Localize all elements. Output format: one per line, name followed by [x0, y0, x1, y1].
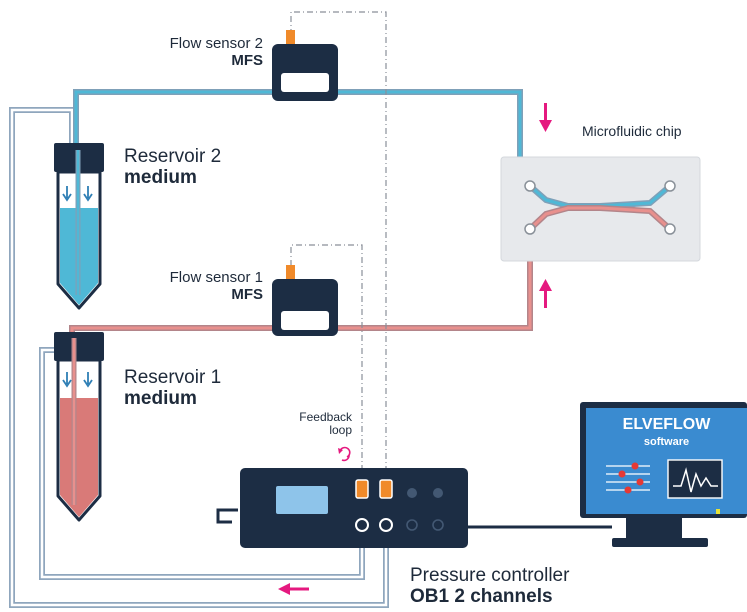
- power-cable: [216, 508, 238, 524]
- down-arrow-icon: [83, 372, 93, 388]
- reservoir-1-name: Reservoir 1: [124, 367, 222, 388]
- reservoir-2: [54, 143, 104, 310]
- monitor-brand: ELVEFLOW: [622, 416, 711, 433]
- pressure-controller: [216, 468, 468, 548]
- flow-sensor-1-name: Flow sensor 1: [169, 269, 263, 286]
- sensor-input-1: [355, 479, 369, 499]
- down-arrow-icon: [62, 372, 72, 388]
- reservoir-1-label: Reservoir 1 medium: [124, 367, 222, 410]
- down-arrow-icon: [62, 186, 72, 202]
- feedback-cycle-icon: [338, 446, 351, 462]
- reservoir-2-content: medium: [124, 166, 197, 188]
- feedback-loop-label: Feedback loop: [286, 410, 352, 438]
- fluid-line-red: [69, 222, 539, 490]
- pressure-tube-1: [39, 347, 365, 580]
- reservoir-1: [54, 332, 104, 522]
- chip-outlet-port: [664, 223, 676, 235]
- controller-display: [276, 486, 328, 514]
- flow-sensor-1-label: Flow sensor 1 MFS: [150, 269, 263, 303]
- chip-label: Microfluidic chip: [582, 123, 682, 139]
- chip-outlet-port: [664, 180, 676, 192]
- flow-sensor-2-name: Flow sensor 2: [169, 35, 263, 52]
- computer-monitor: [580, 402, 747, 547]
- chip-inlet-port: [524, 223, 536, 235]
- flow-sensor-1-model: MFS: [231, 285, 263, 303]
- outlet-port-1: [355, 518, 369, 532]
- feedback-line-1: Feedback: [299, 410, 352, 424]
- feedback-loop-2: [290, 11, 387, 482]
- flow-sensor-2-model: MFS: [231, 51, 263, 69]
- sensor-input-2: [379, 479, 393, 499]
- controller-name: Pressure controller: [410, 565, 570, 586]
- sensor-connector-icon: [286, 265, 295, 279]
- reservoir-1-content: medium: [124, 387, 197, 409]
- outlet-port-2: [379, 518, 393, 532]
- flow-arrow-down-icon: [539, 103, 552, 132]
- flow-arrow-left-icon: [278, 583, 309, 595]
- controller-model: OB1 2 channels: [410, 585, 553, 607]
- flow-arrow-up-icon: [539, 279, 552, 308]
- slider-controls-icon: [606, 462, 650, 494]
- feedback-loop-1: [290, 244, 363, 482]
- flow-sensor-2-label: Flow sensor 2 MFS: [150, 35, 263, 69]
- controller-label: Pressure controller OB1 2 channels: [410, 565, 570, 608]
- pressure-tube-2: [9, 107, 389, 608]
- feedback-line-2: loop: [329, 423, 352, 438]
- signal-graph-icon: [667, 459, 723, 499]
- reservoir-2-label: Reservoir 2 medium: [124, 146, 222, 189]
- reservoir-2-name: Reservoir 2: [124, 146, 222, 167]
- microfluidic-chip: [500, 156, 701, 262]
- down-arrow-icon: [83, 186, 93, 202]
- flow-sensor-1: [272, 265, 338, 336]
- chip-inlet-port: [524, 180, 536, 192]
- sensor-connector-icon: [286, 30, 295, 44]
- flow-sensor-2: [272, 30, 338, 101]
- monitor-product: software: [643, 436, 690, 448]
